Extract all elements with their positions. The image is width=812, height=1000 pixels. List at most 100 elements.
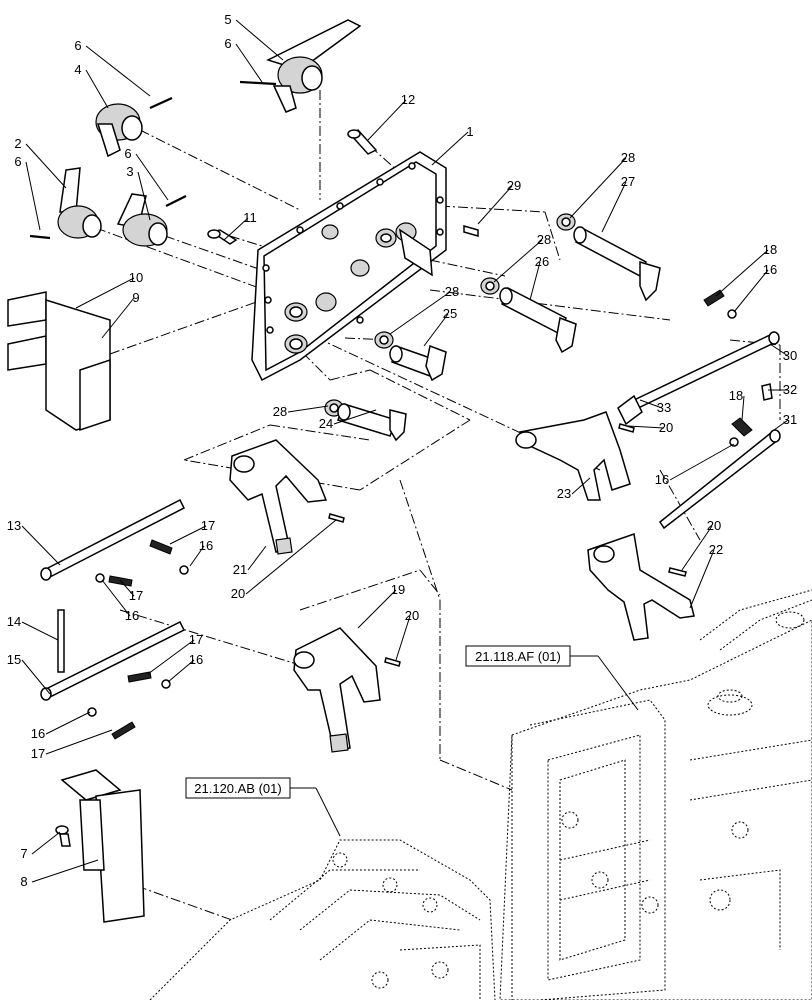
callout-leader-c16c: [167, 659, 195, 683]
ball-part-16a: [179, 565, 189, 575]
callout-leader-c20a: [245, 519, 337, 595]
callout-number-c28a[interactable]: 28: [621, 150, 635, 165]
callout-leader-c3: [137, 171, 151, 221]
callout-number-c6a[interactable]: 6: [224, 36, 231, 51]
callout-number-c11[interactable]: 11: [243, 210, 257, 225]
callout-leader-c11: [223, 217, 249, 241]
callout-number-c20c[interactable]: 20: [707, 518, 721, 533]
callout-number-c9[interactable]: 9: [132, 290, 139, 305]
pin-part-6d: [29, 234, 51, 240]
transmission-housing-right: [499, 589, 812, 1000]
callout-number-c15[interactable]: 15: [7, 652, 21, 667]
callout-number-c16e[interactable]: 16: [763, 262, 777, 277]
callout-number-c28d[interactable]: 28: [273, 404, 287, 419]
callout-number-c3[interactable]: 3: [126, 164, 133, 179]
callout-leader-c9: [101, 297, 135, 339]
callout-leader-c17d: [45, 729, 113, 755]
callout-number-c21[interactable]: 21: [233, 562, 247, 577]
callout-number-c20d[interactable]: 20: [405, 608, 419, 623]
shaft-part-26: [499, 286, 577, 354]
callout-leader-c26: [529, 261, 541, 301]
shaft-part-27: [573, 226, 661, 302]
spring-part-17c: [127, 671, 152, 683]
callout-number-c16c[interactable]: 16: [189, 652, 203, 667]
pin-part-6b: [149, 96, 173, 110]
callout-number-c30[interactable]: 30: [783, 348, 797, 363]
callout-number-c28c[interactable]: 28: [445, 284, 459, 299]
callout-leader-c19: [357, 589, 397, 629]
pin-part-29: [463, 225, 479, 237]
spring-part-17a: [149, 539, 173, 555]
callout-number-c22[interactable]: 22: [709, 542, 723, 557]
callout-leader-c20c: [681, 525, 713, 571]
callout-leader-c17a: [169, 525, 207, 545]
callout-leader-c22: [689, 549, 715, 609]
ball-part-16d: [87, 707, 97, 717]
callout-leader-c20b: [627, 425, 665, 429]
reference-box-af[interactable]: 21.118.AF (01): [465, 645, 639, 711]
callout-leader-c21: [247, 545, 267, 571]
callout-number-c7[interactable]: 7: [20, 846, 27, 861]
callout-number-c6b[interactable]: 6: [74, 38, 81, 53]
callout-number-c14[interactable]: 14: [7, 614, 21, 629]
callout-number-c20b[interactable]: 20: [659, 420, 673, 435]
callout-leader-c6b: [85, 45, 151, 97]
shift-rod-part-15: [40, 620, 186, 701]
callout-number-c12[interactable]: 12: [401, 92, 415, 107]
callout-leader-c18a: [715, 249, 769, 297]
callout-number-c6c[interactable]: 6: [124, 146, 131, 161]
callout-number-c27[interactable]: 27: [621, 174, 635, 189]
callout-leader-c15: [21, 659, 51, 695]
callout-leader-c25: [423, 313, 449, 347]
callout-number-c29[interactable]: 29: [507, 178, 521, 193]
reference-box-ab[interactable]: 21.120.AB (01): [185, 777, 341, 837]
callout-number-c17a[interactable]: 17: [201, 518, 215, 533]
callout-number-c1[interactable]: 1: [466, 124, 473, 139]
callout-number-c19[interactable]: 19: [391, 582, 405, 597]
callout-number-c32[interactable]: 32: [783, 382, 797, 397]
callout-leader-c24: [333, 409, 377, 425]
shift-rod-part-31: [658, 429, 781, 530]
callout-leader-c6c: [135, 153, 169, 201]
sleeve-part-33: [617, 394, 643, 426]
callout-number-c18b[interactable]: 18: [729, 388, 743, 403]
callout-number-c2[interactable]: 2: [14, 136, 21, 151]
callout-number-c16f[interactable]: 16: [655, 472, 669, 487]
callout-number-c26[interactable]: 26: [535, 254, 549, 269]
callout-number-c25[interactable]: 25: [443, 306, 457, 321]
callout-number-c5[interactable]: 5: [224, 12, 231, 27]
callout-number-c33[interactable]: 33: [657, 400, 671, 415]
callout-number-c17c[interactable]: 17: [189, 632, 203, 647]
callout-number-c16d[interactable]: 16: [31, 726, 45, 741]
bolt-part-12: [347, 129, 378, 155]
callout-leader-c14: [21, 621, 59, 641]
callout-number-c24[interactable]: 24: [319, 416, 333, 431]
callout-number-c16b[interactable]: 16: [125, 608, 139, 623]
shaft-part-25: [389, 344, 447, 382]
callout-leader-c17c: [147, 639, 195, 675]
callout-number-c20a[interactable]: 20: [231, 586, 245, 601]
callout-number-c16a[interactable]: 16: [199, 538, 213, 553]
callout-number-c17d[interactable]: 17: [31, 746, 45, 761]
callout-number-c8[interactable]: 8: [20, 874, 27, 889]
callout-number-c18a[interactable]: 18: [763, 242, 777, 257]
callout-leader-c13: [21, 525, 61, 566]
callout-number-c13[interactable]: 13: [7, 518, 21, 533]
callout-leader-c17b: [119, 579, 135, 597]
callout-number-c6d[interactable]: 6: [14, 154, 21, 169]
callout-number-c23[interactable]: 23: [557, 486, 571, 501]
reference-text-ab: 21.120.AB (01): [194, 781, 281, 796]
shift-rod-part-13: [40, 498, 186, 581]
callout-leader-c16f: [669, 443, 735, 481]
callout-number-c4[interactable]: 4: [74, 62, 81, 77]
callout-leader-c29: [477, 185, 513, 225]
callout-leader-c6a: [235, 43, 263, 83]
callout-leader-c28c: [389, 291, 451, 335]
pin-part-32: [761, 383, 773, 401]
callout-number-c10[interactable]: 10: [129, 270, 143, 285]
callout-number-c17b[interactable]: 17: [129, 588, 143, 603]
callout-number-c31[interactable]: 31: [783, 412, 797, 427]
pin-part-20b: [618, 423, 635, 433]
callout-number-c28b[interactable]: 28: [537, 232, 551, 247]
